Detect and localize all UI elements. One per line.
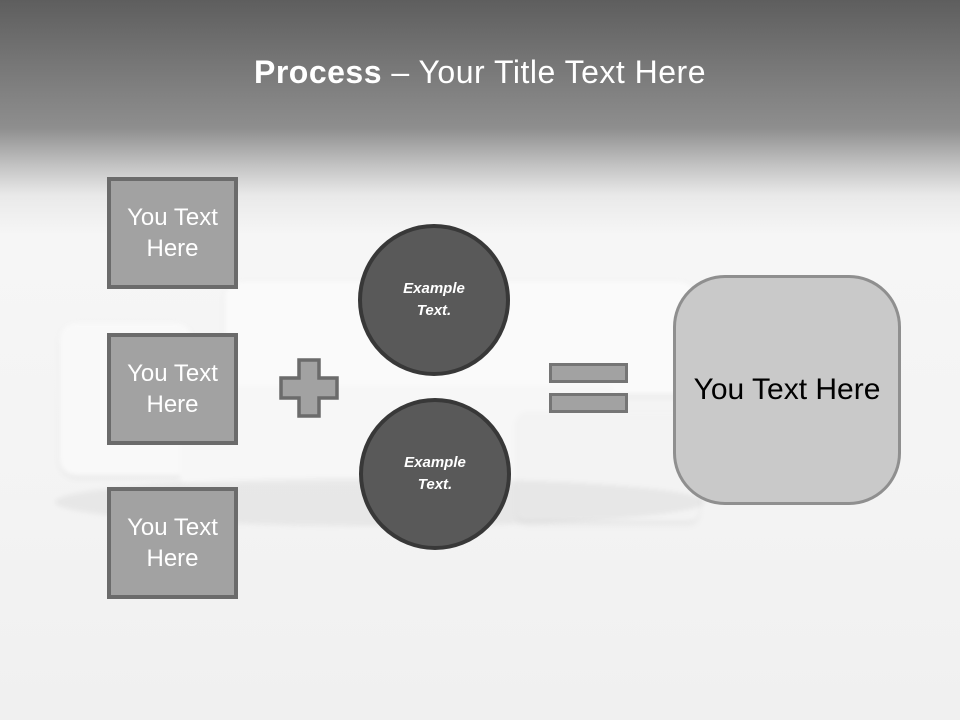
input-box-3-label: You Text Here — [127, 513, 218, 572]
equals-bottom-bar — [549, 393, 628, 413]
slide-title-emphasis: Process — [253, 54, 383, 90]
input-box-3[interactable]: You Text Here — [107, 487, 238, 599]
slide-title: Process – Your Title Text Here — [0, 52, 960, 92]
result-box-label: You Text Here — [693, 373, 881, 406]
sofa-chaise-shape — [518, 412, 698, 520]
input-box-2-label: You Text Here — [127, 359, 218, 418]
example-circle-1[interactable]: Example Text. — [358, 224, 510, 376]
equals-icon — [549, 363, 628, 413]
result-box[interactable]: You Text Here — [673, 275, 901, 505]
plus-icon — [278, 357, 340, 419]
example-circle-2-label: Example Text. — [404, 453, 466, 494]
slide-title-rest: – Your Title Text Here — [382, 54, 706, 90]
equals-top-bar — [549, 363, 628, 383]
input-box-1-label: You Text Here — [127, 203, 218, 262]
input-box-2[interactable]: You Text Here — [107, 333, 238, 445]
example-circle-1-label: Example Text. — [403, 279, 465, 320]
input-box-1[interactable]: You Text Here — [107, 177, 238, 289]
example-circle-2[interactable]: Example Text. — [359, 398, 511, 550]
